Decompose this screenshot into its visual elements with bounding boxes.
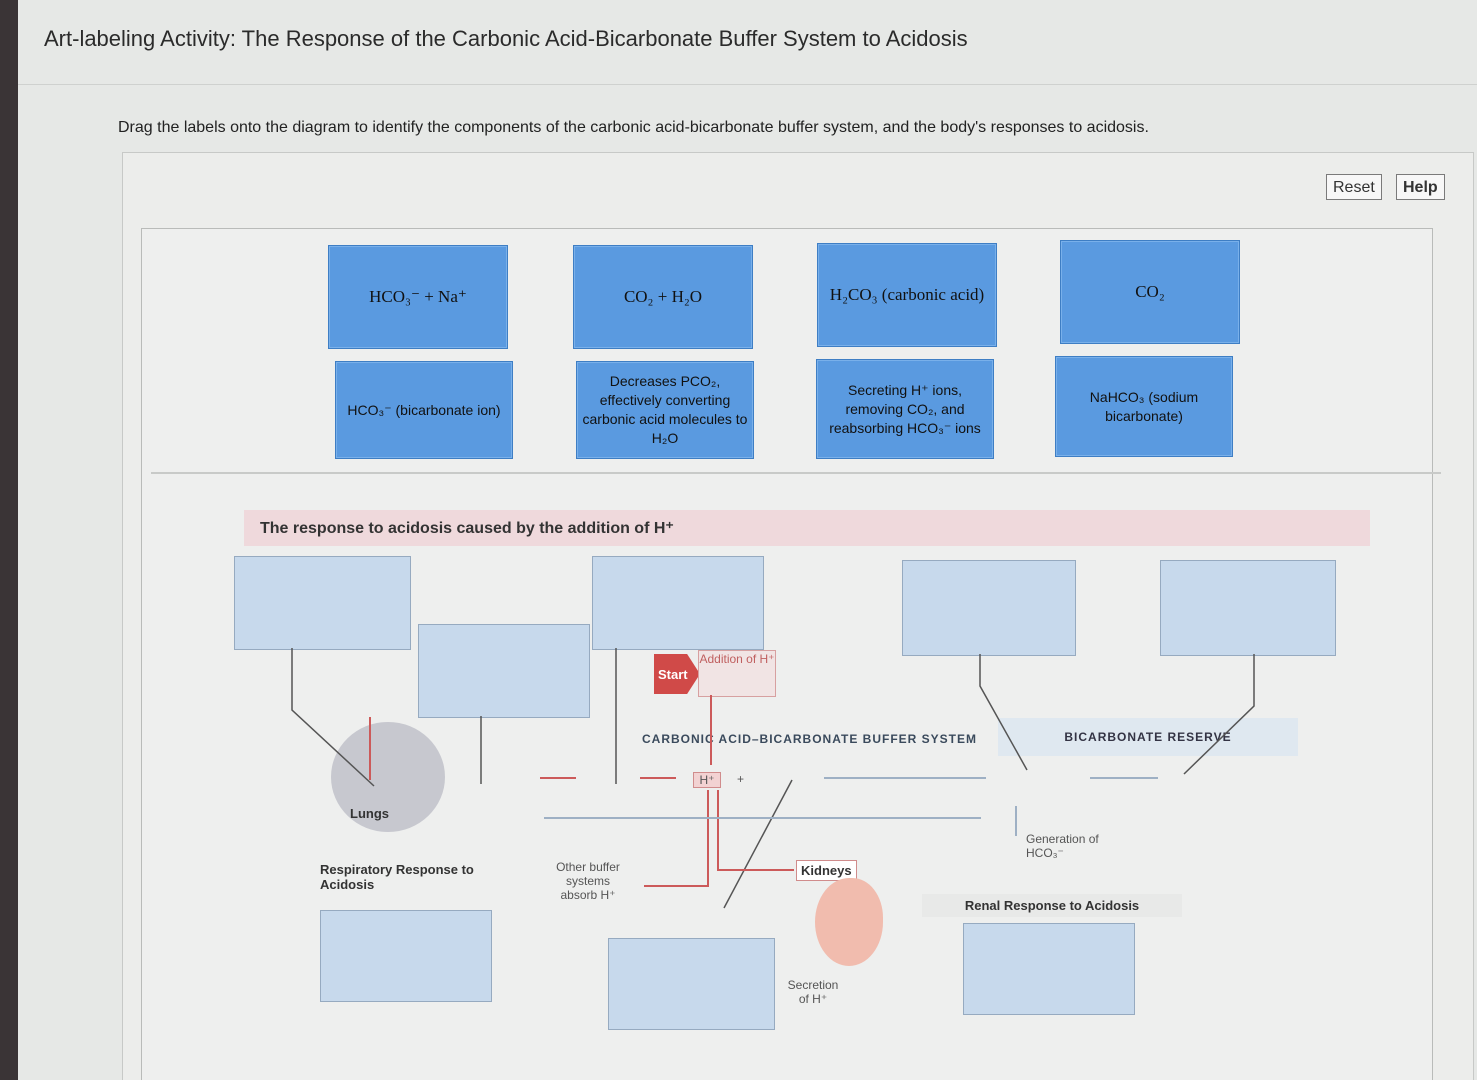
drop-target-4[interactable] [902, 560, 1076, 656]
kidney-icon [815, 878, 883, 966]
instructions-text: Drag the labels onto the diagram to iden… [118, 119, 1149, 136]
activity-screen: Art-labeling Activity: The Response of t… [18, 0, 1477, 1080]
label-co2[interactable]: CO₂ [1060, 240, 1240, 344]
generation-label: Generation of HCO₃⁻ [1026, 832, 1099, 860]
response-banner: The response to acidosis caused by the a… [244, 510, 1370, 546]
drop-target-7[interactable] [608, 938, 775, 1030]
other-buffer-label: Other buffer systems absorb H⁺ [556, 860, 620, 902]
label-hco3-na[interactable]: HCO₃⁻ + Na⁺ [328, 245, 508, 349]
secretion-label: Secretion of H⁺ [787, 978, 839, 1006]
label-decreases-pco2[interactable]: Decreases PCO₂, effectively converting c… [576, 361, 754, 459]
reset-button[interactable]: Reset [1326, 174, 1382, 200]
drop-target-8[interactable] [963, 923, 1135, 1015]
kidneys-label: Kidneys [796, 860, 857, 881]
label-co2-h2o[interactable]: CO₂ + H₂O [573, 245, 753, 349]
buffer-system-title: CARBONIC ACID–BICARBONATE BUFFER SYSTEM [642, 732, 978, 746]
addition-of-h: Addition of H⁺ [698, 650, 776, 697]
drop-target-5[interactable] [1160, 560, 1336, 656]
page-title: Art-labeling Activity: The Response of t… [44, 26, 968, 51]
label-secreting-h[interactable]: Secreting H⁺ ions, removing CO₂, and rea… [816, 359, 994, 459]
h-plus-label: H⁺ [693, 772, 721, 788]
respiratory-response-label: Respiratory Response to Acidosis [320, 862, 474, 892]
bicarbonate-reserve-title: BICARBONATE RESERVE [998, 718, 1298, 756]
drop-target-3[interactable] [592, 556, 764, 650]
plus-label: + [737, 772, 745, 786]
label-carbonic-acid[interactable]: H₂CO₃ (carbonic acid) [817, 243, 997, 347]
lungs-label: Lungs [350, 806, 389, 821]
diagram-connectors [291, 648, 1255, 909]
title-divider [18, 84, 1477, 85]
label-sodium-bicarbonate[interactable]: NaHCO₃ (sodium bicarbonate) [1055, 356, 1233, 457]
drop-target-2[interactable] [418, 624, 590, 718]
lungs-icon [331, 722, 445, 832]
label-bicarbonate-ion[interactable]: HCO₃⁻ (bicarbonate ion) [335, 361, 513, 459]
label-bank-divider [151, 472, 1441, 474]
help-button[interactable]: Help [1396, 174, 1445, 200]
drop-target-1[interactable] [234, 556, 411, 650]
drop-target-6[interactable] [320, 910, 492, 1002]
renal-response-label: Renal Response to Acidosis [922, 894, 1182, 917]
